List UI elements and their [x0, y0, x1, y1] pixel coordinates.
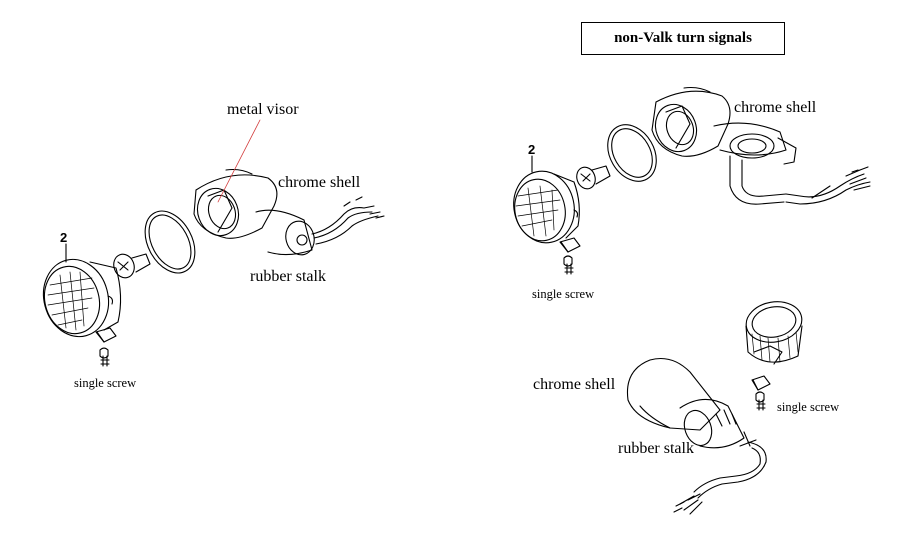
right-top-chrome-shell-label: chrome shell	[734, 99, 817, 116]
left-metal-visor-label: metal visor	[227, 101, 299, 118]
left-screw	[96, 328, 116, 366]
left-part-number: 2	[60, 230, 68, 245]
right-top-assembly	[507, 88, 870, 275]
right-bottom-single-screw-label: single screw	[777, 400, 840, 414]
diagram-title: non-Valk turn signals	[581, 22, 785, 55]
left-chrome-shell	[191, 170, 277, 242]
left-wires	[312, 197, 384, 244]
right-top-screw	[560, 238, 580, 274]
right-top-lens	[507, 166, 581, 249]
left-assembly	[35, 120, 384, 366]
right-top-wires	[786, 167, 870, 204]
left-bulb	[110, 251, 150, 280]
left-gasket	[135, 203, 205, 282]
right-bottom-chrome-shell-label: chrome shell	[533, 376, 616, 393]
right-bottom-chrome-shell	[627, 359, 720, 431]
left-rubber-stalk-label: rubber stalk	[250, 268, 326, 285]
right-bottom-assembly	[627, 297, 805, 514]
left-lens	[35, 252, 121, 344]
right-top-clamp	[714, 123, 796, 204]
right-top-part-number: 2	[528, 142, 536, 157]
right-top-bulb	[574, 165, 610, 192]
left-single-screw-label: single screw	[74, 376, 137, 390]
left-rubber-stalk	[256, 210, 318, 258]
right-bottom-cable	[674, 442, 766, 514]
right-top-chrome-shell	[649, 88, 730, 158]
right-bottom-rubber-stalk	[680, 399, 756, 449]
right-top-gasket	[598, 116, 666, 190]
left-chrome-shell-label: chrome shell	[278, 174, 361, 191]
right-bottom-lens	[743, 297, 805, 364]
right-bottom-rubber-stalk-label: rubber stalk	[618, 440, 694, 457]
right-top-single-screw-label: single screw	[532, 287, 595, 301]
metal-visor-leader	[218, 120, 260, 202]
right-bottom-screw	[752, 376, 770, 410]
